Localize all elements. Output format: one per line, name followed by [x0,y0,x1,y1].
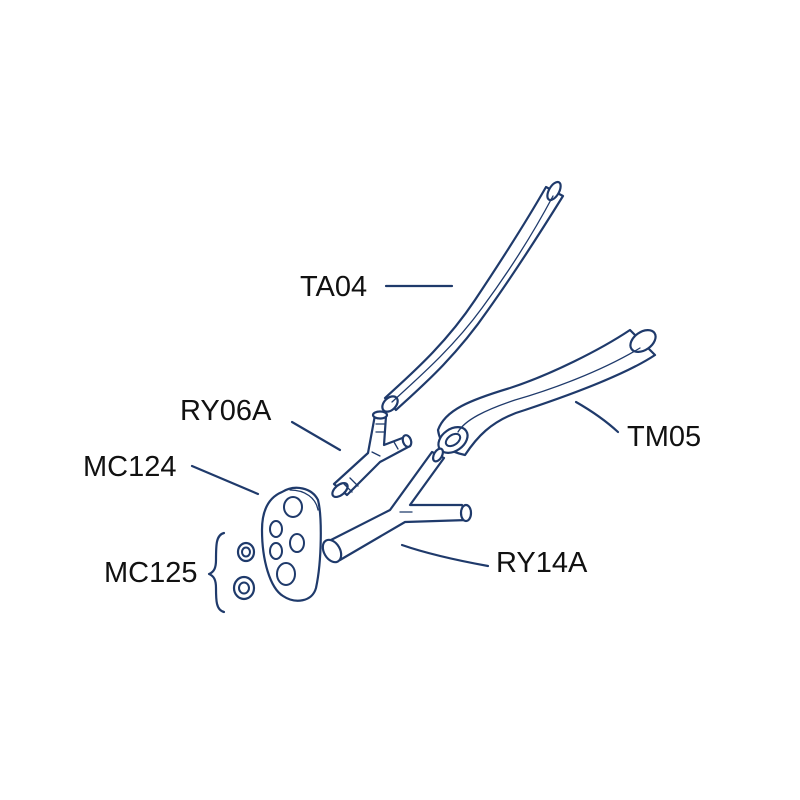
leader-ry06a [290,420,342,452]
connector-ry14a [321,447,473,564]
connector-ry06a [331,410,413,499]
hose-tm05 [436,328,657,457]
label-mc125: MC125 [104,557,198,589]
grommets-mc125 [232,541,256,601]
leader-mc124 [190,464,260,496]
label-mc124: MC124 [83,451,177,483]
hole-bottom [276,562,296,586]
brace-mc125 [207,531,226,614]
hole-left-upper [269,520,283,538]
hole-center [289,533,305,553]
hose-ta04 [381,180,565,413]
leader-ry14a [400,543,490,568]
label-ry14a: RY14A [496,547,588,579]
leader-tm05 [574,400,620,434]
label-tm05: TM05 [627,421,701,453]
hole-left-lower [269,542,283,560]
label-ta04: TA04 [300,271,367,303]
plate-mc124 [260,486,322,602]
hole-top [283,496,303,518]
label-ry06a: RY06A [180,395,272,427]
